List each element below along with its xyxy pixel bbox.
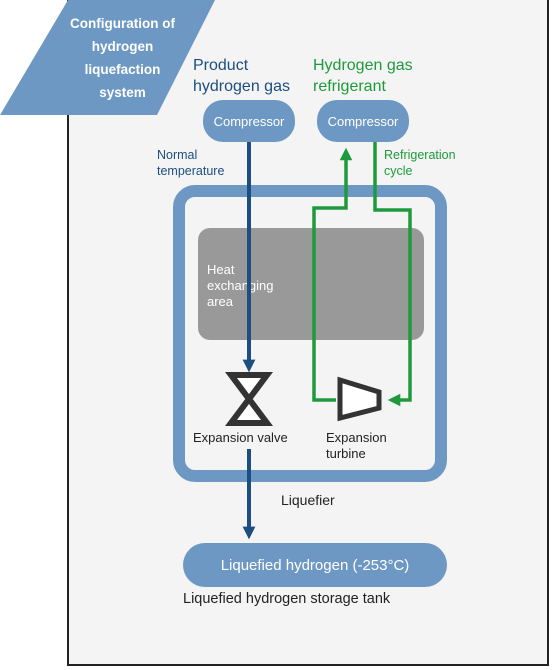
product-compressor: Compressor: [203, 100, 295, 142]
product-hydrogen-title: Product hydrogen gas: [193, 57, 290, 95]
refrigerant-compressor: Compressor: [317, 100, 409, 142]
refrigerant-title: Hydrogen gas refrigerant: [313, 57, 413, 95]
heat-exchanging-label: Heat exchanging area: [207, 262, 274, 309]
refrigerant-return-line: [312, 147, 353, 402]
refrigerant-in-line: [373, 142, 412, 407]
banner-title: Configuration of hydrogen liquefaction s…: [70, 16, 175, 100]
expansion-turbine-icon: [337, 376, 382, 422]
liquefied-hydrogen-pill: Liquefied hydrogen (-253°C): [183, 543, 447, 587]
title-banner: Configuration of hydrogen liquefaction s…: [0, 0, 215, 115]
expansion-turbine-label: Expansion turbine: [326, 430, 387, 461]
expansion-valve-icon: [225, 372, 273, 426]
heat-exchanging-area: [198, 228, 424, 340]
banner-shape: [0, 0, 215, 115]
storage-tank-label: Liquefied hydrogen storage tank: [183, 591, 391, 607]
expansion-valve-label: Expansion valve: [193, 430, 288, 445]
normal-temperature-label: Normal temperature: [157, 148, 225, 178]
refrigeration-cycle-label: Refrigeration cycle: [384, 148, 456, 178]
liquefier-label: Liquefier: [281, 492, 335, 508]
